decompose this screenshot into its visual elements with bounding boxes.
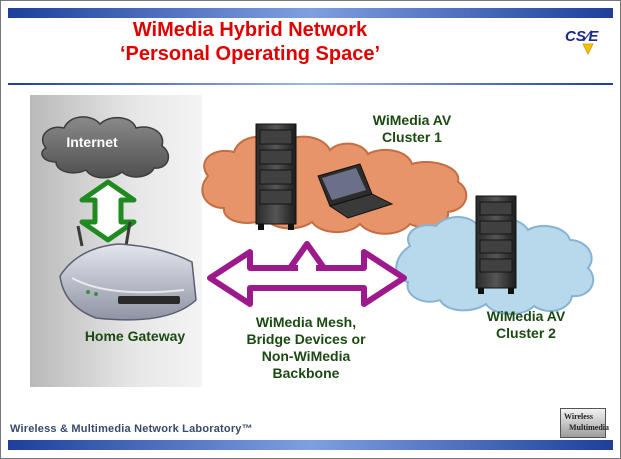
home-gateway-label: Home Gateway — [84, 328, 186, 344]
internet-cloud-icon — [41, 116, 170, 179]
footer-lab-name: Wireless & Multimedia Network Laboratory… — [10, 423, 253, 435]
title-rule — [8, 83, 613, 85]
slide-title-line2: ‘Personal Operating Space’ — [119, 43, 381, 65]
backbone-label-line3: Non-WiMedia — [261, 348, 351, 364]
router-icon — [59, 221, 197, 321]
cse-logo-icon: CS∕E — [565, 28, 599, 55]
top-band — [8, 8, 613, 18]
internet-label: Internet — [66, 134, 118, 150]
cluster2-label-line1: WiMedia AV — [486, 308, 566, 324]
backbone-label-line2: Bridge Devices or — [246, 331, 366, 347]
badge-line1: Wireless — [564, 412, 594, 421]
cse-logo-text: CS∕E — [565, 28, 599, 45]
internet-gateway-double-arrow-icon — [79, 179, 137, 243]
backbone-label-line1: WiMedia Mesh, — [255, 314, 357, 330]
wireless-multimedia-badge-icon: Wireless Multimedia — [560, 408, 609, 438]
server-rack-icon — [255, 123, 297, 230]
cluster2-label-line2: Cluster 2 — [496, 325, 556, 341]
slide-title-line1: WiMedia Hybrid Network — [132, 19, 368, 41]
backbone-label-line4: Backbone — [272, 365, 340, 381]
backbone-double-arrow-icon — [207, 241, 407, 307]
laptop-icon — [317, 163, 394, 219]
cluster1-label-line1: WiMedia AV — [372, 112, 452, 128]
badge-line2: Multimedia — [569, 423, 609, 432]
server-rack-2-icon — [475, 195, 517, 294]
bottom-band — [8, 440, 613, 450]
cluster1-label-line2: Cluster 1 — [382, 129, 442, 145]
